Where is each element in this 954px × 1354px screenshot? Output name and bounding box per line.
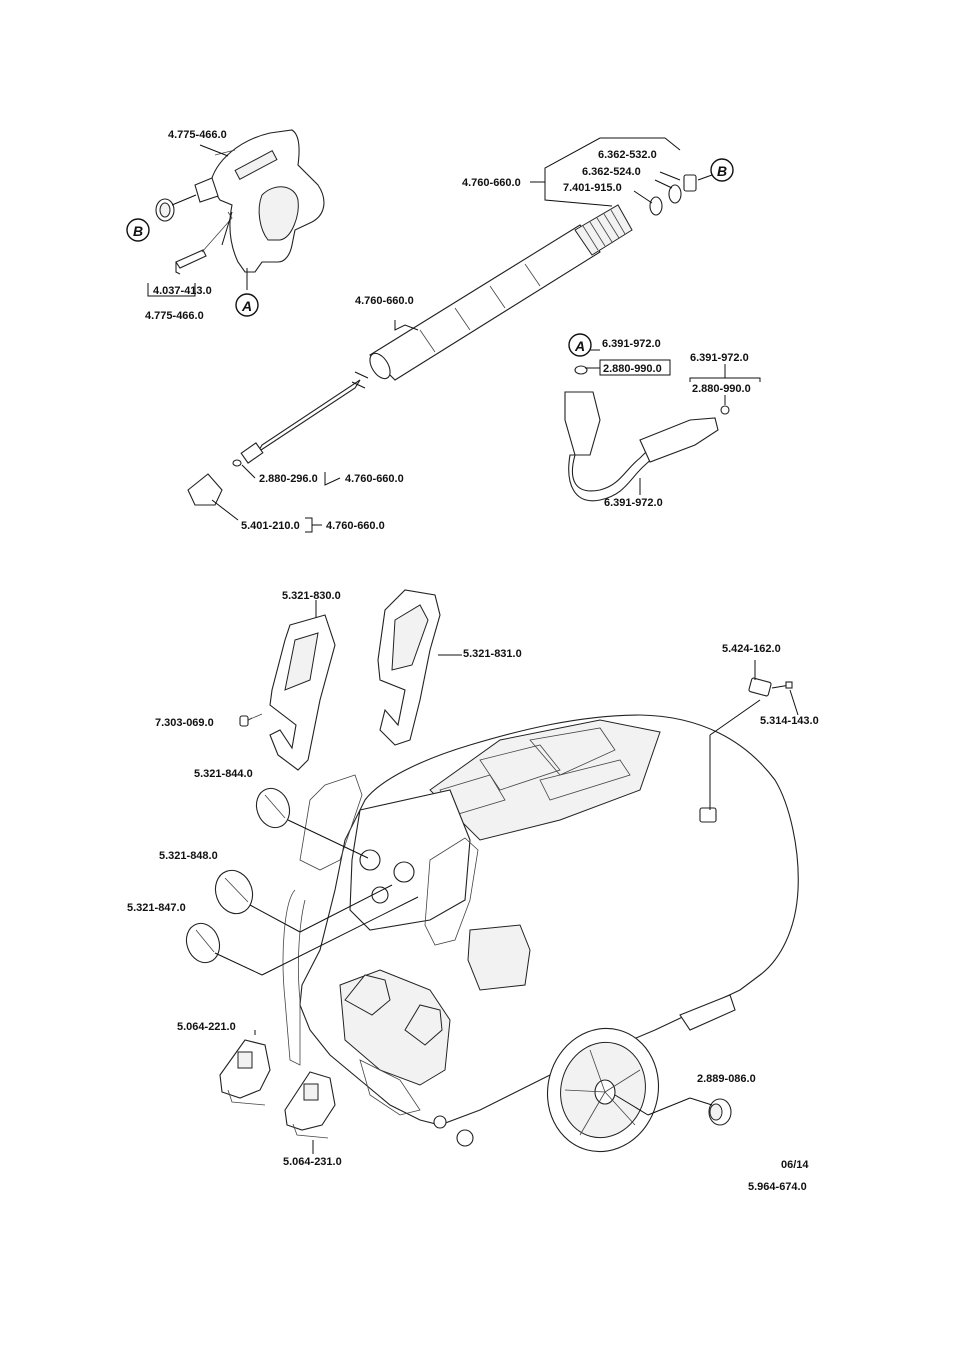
label-knob-1: 5.321-844.0: [194, 768, 253, 780]
label-cap: 2.889-086.0: [697, 1073, 756, 1085]
machine-foot-right: [679, 994, 736, 1031]
handle-left: [269, 614, 336, 771]
trigger-gun-assembly: [147, 129, 325, 297]
machine-holder-right: [404, 1004, 443, 1046]
label-knob-3: 5.321-847.0: [127, 902, 186, 914]
label-lance-part-2: 6.362-524.0: [582, 166, 641, 178]
label-gun-bottom: 4.775-466.0: [145, 310, 204, 322]
gun-safety-clip: [175, 249, 207, 275]
swivel-coupling-b: [639, 417, 719, 463]
lance-oring: [668, 184, 682, 204]
trigger-gun-label-plate: [234, 150, 278, 180]
door-latch-area: [699, 699, 761, 823]
lance-washer: [649, 196, 663, 216]
label-gun-top: 4.775-466.0: [168, 129, 227, 141]
callout-a-swivel: A: [568, 333, 592, 357]
callout-a-gun: A: [235, 293, 259, 317]
latch-block: [748, 677, 772, 697]
callout-a-gun-letter: A: [241, 298, 252, 314]
label-handle-left: 5.321-830.0: [282, 590, 341, 602]
label-swivel-b-seal: 2.880-990.0: [692, 383, 751, 395]
swivel-coupling-a: [564, 391, 601, 456]
callout-b-gun-letter: B: [133, 223, 143, 239]
trigger-gun-nozzle-end: [194, 177, 219, 203]
trigger-gun-grip-opening: [258, 186, 299, 241]
footer-doc-number: 5.964-674.0: [748, 1181, 807, 1193]
swivel-oring-b: [720, 405, 730, 415]
swivel-hose-assembly: [564, 349, 761, 502]
machine-top-panel: [429, 719, 661, 841]
spray-lance-assembly: [187, 137, 713, 533]
label-lance-group: 4.760-660.0: [462, 177, 521, 189]
lance-grip-ribs: [574, 204, 633, 256]
holder-2: [284, 1071, 336, 1154]
pressure-knob-socket-2: [393, 861, 415, 883]
callout-b-lance: B: [710, 158, 734, 182]
label-screw: 7.303-069.0: [155, 717, 214, 729]
machine-holder-left: [344, 974, 391, 1016]
label-lance-oring: 2.880-296.0: [259, 473, 318, 485]
wheel: [546, 1027, 660, 1153]
latch-parts: [748, 660, 799, 716]
lance-nut: [683, 174, 697, 192]
handles: [239, 589, 462, 771]
nozzle-holders: [219, 974, 443, 1154]
label-latch-pin: 5.314-143.0: [760, 715, 819, 727]
label-gun-clip: 4.037-413.0: [153, 285, 212, 297]
label-swivel-a: 6.391-972.0: [602, 338, 661, 350]
label-holder-1: 5.064-221.0: [177, 1021, 236, 1033]
latch-pin: [785, 681, 793, 689]
plug-cap: [614, 1094, 732, 1126]
hose-holder-bracket: [467, 924, 531, 991]
label-lance-nozzle: 5.401-210.0: [241, 520, 300, 532]
pressure-knob-socket-1: [359, 849, 381, 871]
label-lance-oring-parent: 4.760-660.0: [345, 473, 404, 485]
label-lance-part-1: 6.362-532.0: [598, 149, 657, 161]
temperature-knob-socket: [371, 886, 389, 904]
label-lance-tube: 4.760-660.0: [355, 295, 414, 307]
lance-thread-fitting: [240, 442, 264, 464]
callout-a-swivel-letter: A: [574, 338, 585, 354]
knob-1: [255, 787, 369, 859]
label-lance-nozzle-parent: 4.760-660.0: [326, 520, 385, 532]
label-swivel-a-seal: 2.880-990.0: [603, 363, 662, 375]
label-lance-part-3: 7.401-915.0: [563, 182, 622, 194]
label-handle-right: 5.321-831.0: [463, 648, 522, 660]
knobs: [185, 787, 419, 976]
screw: [239, 713, 263, 727]
label-latch: 5.424-162.0: [722, 643, 781, 655]
lance-nozzle-oring: [232, 459, 242, 467]
label-swivel-b: 6.391-972.0: [690, 352, 749, 364]
swivel-oring-a: [574, 365, 588, 375]
footer-date: 06/14: [781, 1159, 809, 1171]
callout-b-lance-letter: B: [717, 163, 727, 179]
machine-body: [282, 699, 799, 1153]
label-knob-2: 5.321-848.0: [159, 850, 218, 862]
label-holder-2: 5.064-231.0: [283, 1156, 342, 1168]
label-swivel-c: 6.391-972.0: [604, 497, 663, 509]
knob-2: [214, 869, 393, 933]
lance-nozzle-cap: [187, 473, 223, 506]
callout-b-gun: B: [126, 218, 150, 242]
holder-1: [219, 1030, 271, 1106]
outlet-fitting: [456, 1129, 474, 1147]
knob-3: [185, 896, 419, 976]
lance-pipe: [257, 379, 361, 453]
